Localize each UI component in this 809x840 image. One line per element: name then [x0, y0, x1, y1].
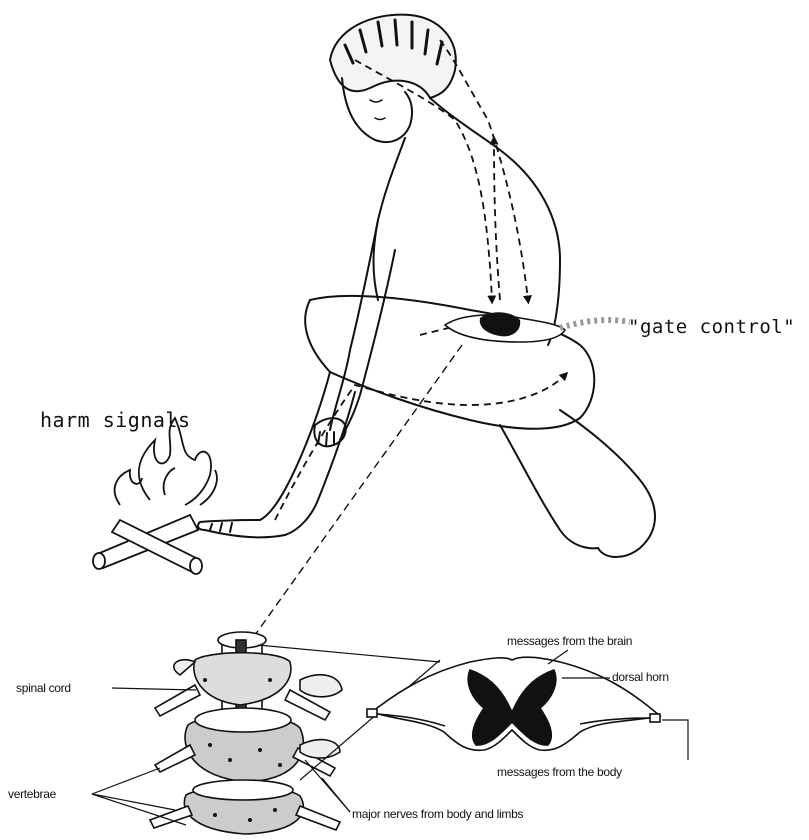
- fire-icon: [93, 418, 217, 574]
- major-nerves-label: major nerves from body and limbs: [352, 807, 523, 821]
- kneeling-figure: [198, 15, 655, 557]
- gate-control-label: "gate control": [628, 316, 795, 338]
- spinal-cord-label: spinal cord: [16, 681, 71, 695]
- gate-control-site: [445, 312, 630, 342]
- lower-leg: [560, 410, 655, 557]
- thigh: [310, 296, 594, 429]
- messages-from-brain-label: messages from the brain: [507, 634, 632, 648]
- harm-signals-label: harm signals: [40, 408, 191, 432]
- nerve-pathways: [275, 40, 565, 520]
- dorsal-horn-label: dorsal horn: [612, 670, 669, 684]
- messages-from-body-label: messages from the body: [497, 765, 622, 779]
- vertebrae-label: vertebrae: [8, 787, 56, 801]
- pointer-line: [255, 345, 462, 635]
- vertebral-column: [150, 632, 342, 834]
